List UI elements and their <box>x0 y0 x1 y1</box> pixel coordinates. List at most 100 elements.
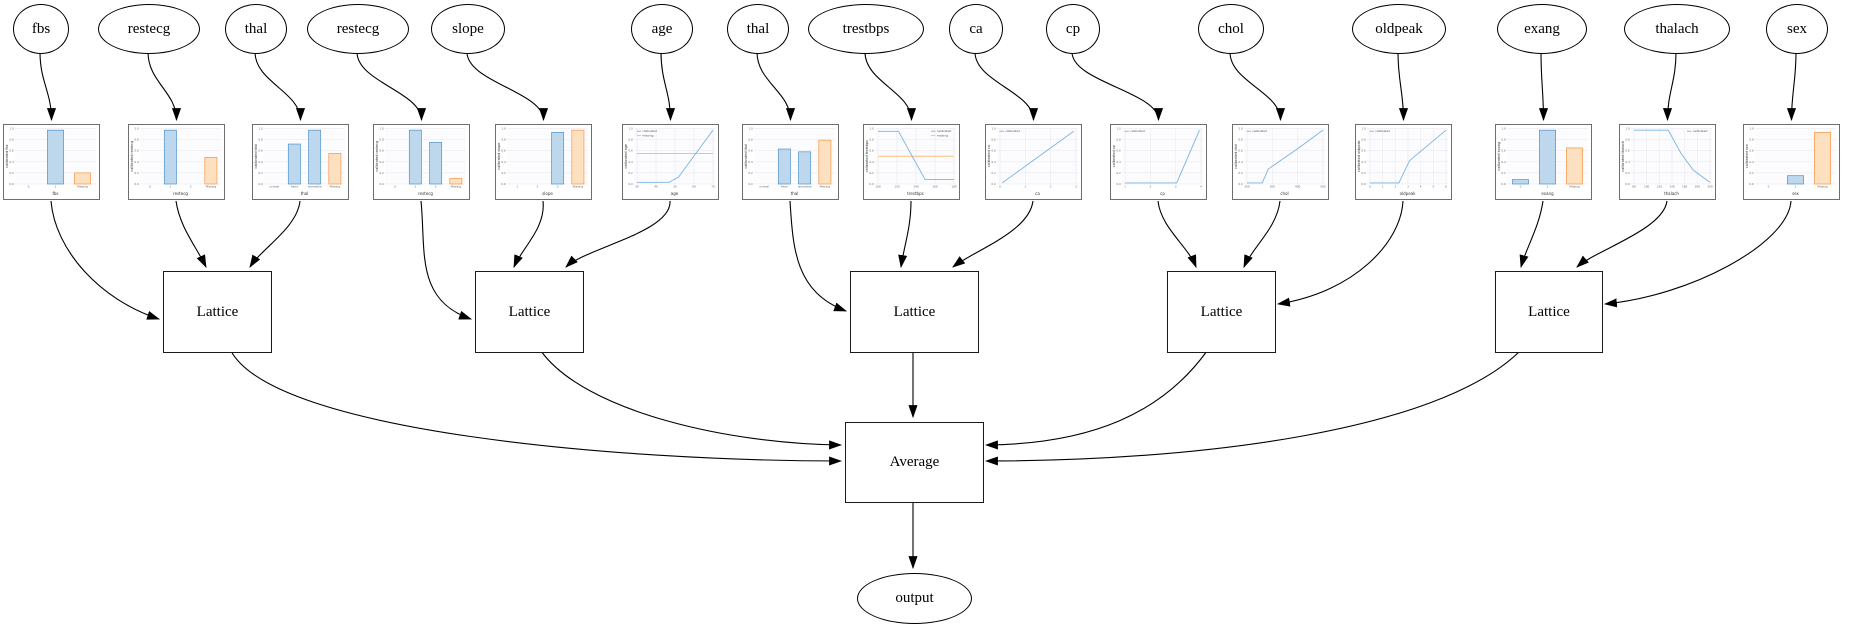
y-tick-label: 1.0 <box>869 127 874 131</box>
lattice-node-0: Lattice <box>163 271 272 353</box>
y-tick-label: 0.2 <box>869 171 874 175</box>
y-tick-label: 0.0 <box>1749 182 1754 186</box>
calibration-bar <box>204 157 218 185</box>
feature-node-trestbps: trestbps <box>808 4 924 54</box>
y-tick-label: 0.8 <box>134 138 139 142</box>
y-tick-label: 0.4 <box>991 160 996 164</box>
chart-xlabel: trestbps <box>907 191 923 196</box>
x-tick-label: Missing <box>330 185 341 189</box>
chart-xlabel: slope <box>542 191 553 196</box>
legend-label: calibrated <box>1005 129 1020 133</box>
feature-node-sex: sex <box>1766 4 1828 54</box>
edge-feature-to-chart <box>1786 51 1797 122</box>
lattice-node-3: Lattice <box>1167 271 1276 353</box>
y-tick-label: 0.2 <box>628 171 633 175</box>
lattice-label: Lattice <box>508 303 551 320</box>
feature-node-fbs: fbs <box>13 4 69 54</box>
y-tick-label: 0.6 <box>501 149 506 153</box>
y-tick-label: 0.6 <box>379 149 384 153</box>
calibrated-line <box>878 130 954 181</box>
x-tick-label: Missing <box>206 185 217 189</box>
y-tick-label: 1.0 <box>1749 127 1754 131</box>
edge-chart-to-lattice <box>1603 200 1792 308</box>
chart-ylabel: calibrated thalach <box>1621 141 1625 172</box>
y-tick-label: 0.0 <box>1116 182 1121 186</box>
edge-chart-to-lattice <box>1276 200 1404 307</box>
feature-label: ca <box>969 20 983 37</box>
lattice-node-4: Lattice <box>1495 271 1603 353</box>
x-tick-label: reversible <box>308 185 322 189</box>
chart-xlabel: age <box>671 191 679 196</box>
y-tick-label: 0.0 <box>1361 182 1366 186</box>
edge-chart-to-lattice <box>1157 200 1197 269</box>
x-tick-label: 1 <box>1547 185 1549 189</box>
feature-node-restecg: restecg <box>98 4 200 54</box>
y-tick-label: 0.0 <box>258 182 263 186</box>
lattice-label: Lattice <box>196 303 239 320</box>
feature-label: slope <box>452 20 484 37</box>
feature-label: chol <box>1218 20 1244 37</box>
y-tick-label: 0.6 <box>134 149 139 153</box>
x-tick-label: 140 <box>913 185 919 189</box>
edge-chart-to-lattice <box>898 200 912 269</box>
y-tick-label: 1.0 <box>379 127 384 131</box>
calibration-bar <box>777 148 791 185</box>
edge-feature-to-chart <box>147 51 182 122</box>
y-tick-label: 0.2 <box>1501 171 1506 175</box>
y-tick-label: 0.8 <box>501 138 506 142</box>
legend-label: calibrated <box>1252 129 1267 133</box>
y-tick-label: 0.8 <box>1749 138 1754 142</box>
y-tick-label: 0.4 <box>1749 160 1754 164</box>
y-tick-label: 0.4 <box>628 160 633 164</box>
x-tick-label: 200 <box>1244 185 1250 189</box>
calibration-bar <box>571 129 585 185</box>
x-tick-label: fixed <box>781 185 788 189</box>
edge-feature-to-chart <box>466 51 549 122</box>
feature-node-exang: exang <box>1497 4 1587 54</box>
edge-feature-to-chart <box>254 51 306 122</box>
y-tick-label: 0.0 <box>9 182 14 186</box>
x-tick-label: 2 <box>190 185 192 189</box>
x-tick-label: 80 <box>1632 185 1636 189</box>
calibrated-line <box>1002 130 1074 184</box>
chart-ylabel: calibrated ca <box>987 145 991 167</box>
edge-lattice-to-average <box>984 350 1521 466</box>
calibrated-line <box>1370 129 1447 184</box>
x-tick-label: 160 <box>1682 185 1688 189</box>
y-tick-label: 1.0 <box>1238 127 1243 131</box>
feature-label: oldpeak <box>1375 20 1423 37</box>
x-tick-label: 2 <box>536 185 538 189</box>
legend-label: missing <box>642 134 653 138</box>
x-tick-label: 2 <box>1394 185 1396 189</box>
calibrated-line <box>1634 129 1711 183</box>
edge-lattice-to-average <box>230 350 843 466</box>
calibration-bar <box>798 151 812 185</box>
calibration-bar <box>1539 129 1556 185</box>
x-tick-label: 5 <box>1432 185 1434 189</box>
x-tick-label: Missing <box>1817 185 1828 189</box>
edge-chart-to-lattice <box>565 200 671 268</box>
chart-xlabel: ca <box>1035 191 1040 196</box>
x-tick-label: 1 <box>1024 185 1026 189</box>
calibration-bar <box>818 139 832 185</box>
chart-xlabel: cp <box>1160 191 1165 196</box>
x-tick-label: 1 <box>516 185 518 189</box>
chart-xlabel: restecg <box>173 191 188 196</box>
x-tick-label: 0 <box>394 185 396 189</box>
feature-label: thal <box>244 20 268 37</box>
y-tick-label: 0.2 <box>9 171 14 175</box>
feature-label: age <box>651 20 673 37</box>
x-tick-label: normal <box>759 185 769 189</box>
y-tick-label: 0.4 <box>258 160 263 164</box>
lattice-label: Lattice <box>1200 303 1243 320</box>
feature-label: restecg <box>336 20 380 37</box>
y-tick-label: 0.4 <box>869 160 874 164</box>
